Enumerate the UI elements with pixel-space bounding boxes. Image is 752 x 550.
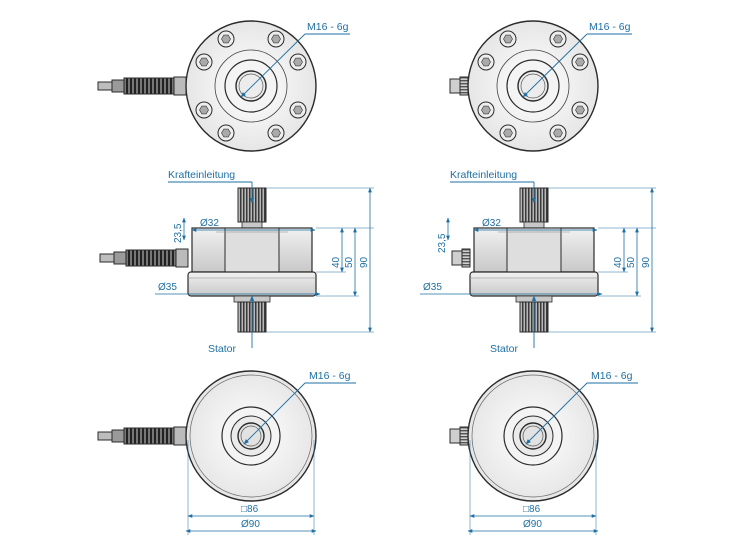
height-90-label: 90 [359, 256, 370, 268]
diameter-35-label: Ø35 [423, 282, 442, 293]
diameter-35-label: Ø35 [158, 282, 177, 293]
height-40-label: 40 [331, 256, 342, 268]
right-side-view: Krafteinleitung Stator Ø32 Ø35 23,5 40 5… [420, 169, 656, 355]
left-top-view: M16 - 6g [97, 20, 350, 152]
diameter-32-label: Ø32 [200, 218, 219, 229]
height-90-label: 90 [641, 256, 652, 268]
square-86-label: □86 [241, 504, 259, 515]
left-bottom-view: M16 - 6g □86 Ø90 [97, 370, 356, 535]
bottom-thread-label: M16 - 6g [591, 370, 633, 382]
left-side-view: Krafteinleitung Stator Ø32 Ø35 23,5 40 5… [99, 169, 374, 355]
right-bottom-view: M16 - 6g □86 Ø90 [449, 370, 638, 535]
top-thread-label: M16 - 6g [589, 21, 631, 33]
height-50-label: 50 [344, 256, 355, 268]
force-input-label: Krafteinleitung [450, 169, 517, 181]
stator-label: Stator [490, 343, 519, 355]
top-thread-label: M16 - 6g [307, 21, 349, 33]
diameter-90-label: Ø90 [241, 519, 260, 530]
force-input-label: Krafteinleitung [168, 169, 235, 181]
height-40-label: 40 [613, 256, 624, 268]
stator-label: Stator [208, 343, 237, 355]
diameter-90-label: Ø90 [523, 519, 542, 530]
height-23-5-label: 23,5 [173, 223, 184, 243]
right-top-view: M16 - 6g [449, 20, 632, 152]
bottom-thread-label: M16 - 6g [309, 370, 351, 382]
height-50-label: 50 [626, 256, 637, 268]
diameter-32-label: Ø32 [482, 218, 501, 229]
height-23-5-label: 23,5 [437, 233, 448, 253]
square-86-label: □86 [523, 504, 541, 515]
